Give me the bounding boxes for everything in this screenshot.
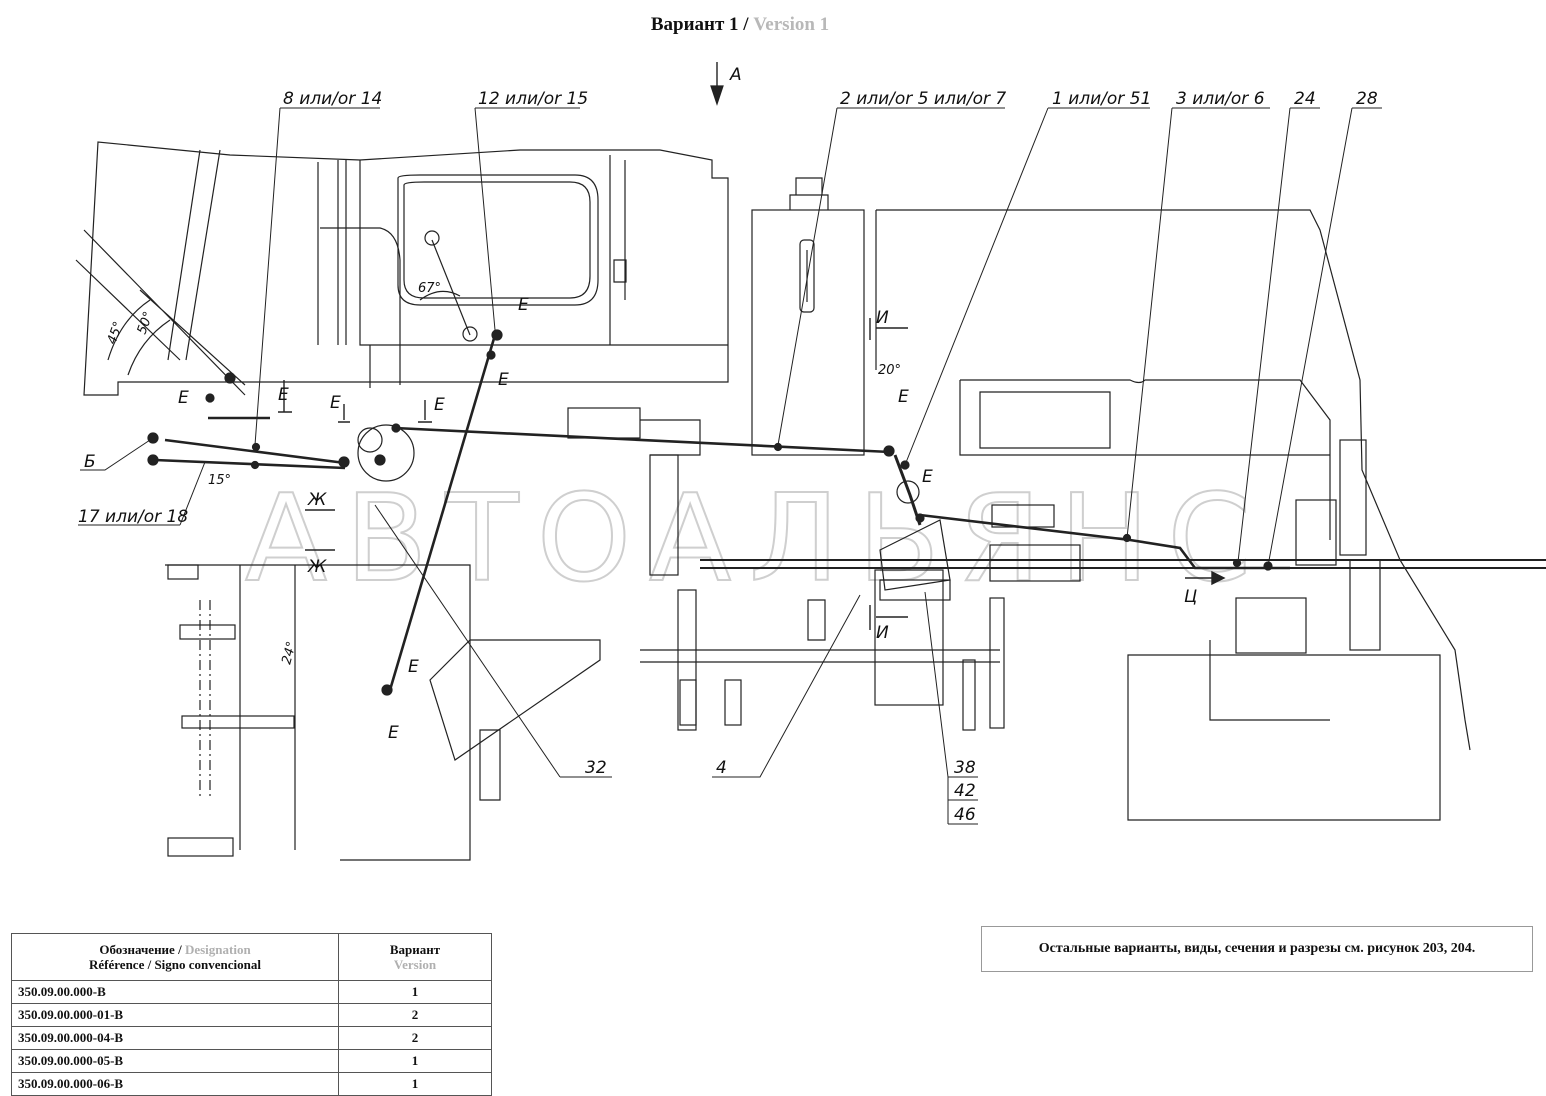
leader-24	[1237, 107, 1320, 563]
mark-Zh-1: Ж	[307, 490, 327, 510]
callout-17-18: 17 или/or 18	[78, 507, 188, 527]
leader-1-51	[904, 107, 1150, 466]
mark-E-4: Е	[178, 388, 189, 408]
rod-main	[394, 426, 891, 454]
callout-42: 42	[954, 781, 976, 801]
mark-E-1: Е	[518, 295, 529, 315]
callout-3-6: 3 или/or 6	[1176, 89, 1265, 109]
angle-15: 15°	[208, 473, 231, 488]
row-variant: 2	[338, 1003, 492, 1027]
mark-E-8: Е	[922, 467, 933, 487]
versions-table: Обозначение / Designation Référence / Si…	[11, 933, 492, 1096]
assembly-drawing: АВТОАЛЬЯНС 67° 45° 50°	[75, 62, 1546, 861]
row-variant: 1	[338, 980, 492, 1004]
row-code: 350.09.00.000-01-В	[11, 1003, 339, 1027]
angle-24: 24°	[279, 640, 299, 666]
mark-Ts: Ц	[1184, 587, 1197, 607]
mark-I-2: И	[876, 623, 889, 643]
header-version: Вариант Version	[338, 933, 492, 981]
leader-B	[80, 439, 151, 471]
callout-46: 46	[954, 805, 976, 825]
callout-38: 38	[954, 758, 976, 778]
watermark: АВТОАЛЬЯНС	[245, 470, 1269, 609]
engine-body	[876, 209, 1471, 751]
callout-32: 32	[585, 758, 607, 778]
table-row: 350.09.00.000-06-В 1	[11, 1072, 492, 1096]
row-variant: 2	[338, 1026, 492, 1050]
frame-rail	[700, 559, 1546, 569]
leader-4	[712, 594, 861, 778]
leader-38	[924, 591, 978, 825]
mark-Zh-2: Ж	[307, 557, 327, 577]
leader-8-14	[254, 107, 380, 446]
callout-B: Б	[84, 452, 96, 472]
row-variant: 1	[338, 1072, 492, 1096]
callout-8-14: 8 или/or 14	[283, 89, 382, 109]
title-main: Вариант 1 /	[650, 14, 749, 35]
row-code: 350.09.00.000-05-В	[11, 1049, 339, 1073]
mark-I-1: И	[876, 308, 889, 328]
angle-67: 67°	[418, 281, 441, 296]
row-code: 350.09.00.000-06-В	[11, 1072, 339, 1096]
leader-17-18	[78, 461, 206, 526]
callout-4: 4	[716, 758, 727, 778]
mark-E-3: Е	[278, 385, 289, 405]
mark-E-2: Е	[498, 370, 509, 390]
rod-lower-left	[164, 438, 346, 465]
table-row: 350.09.00.000-04-В 2	[11, 1026, 492, 1050]
row-code: 350.09.00.000-04-В	[11, 1026, 339, 1050]
header-designation: Обозначение / Designation Référence / Si…	[11, 933, 339, 981]
rod-right	[919, 513, 1290, 570]
row-code: 350.09.00.000-В	[11, 980, 339, 1004]
callout-12-15: 12 или/or 15	[478, 89, 588, 109]
table-header-row: Обозначение / Designation Référence / Si…	[11, 933, 492, 981]
callout-28: 28	[1356, 89, 1378, 109]
leader-28	[1267, 107, 1382, 567]
angle-50: 50°	[135, 310, 157, 337]
callout-24: 24	[1294, 89, 1316, 109]
mark-E-7: Е	[898, 387, 909, 407]
leader-2-5-7	[777, 107, 1005, 446]
reference-note: Остальные варианты, виды, сечения и разр…	[981, 926, 1533, 972]
title-secondary: Version 1	[753, 14, 830, 35]
mark-E-6: Е	[434, 395, 445, 415]
mark-E-5: Е	[330, 393, 341, 413]
angle-45: 45°	[105, 320, 127, 347]
table-row: 350.09.00.000-В 1	[11, 980, 492, 1004]
diagram-title: Вариант 1 / Version 1	[0, 14, 1480, 36]
mark-E-10: Е	[388, 723, 399, 743]
angle-20: 20°	[878, 363, 901, 378]
tank	[751, 209, 865, 456]
callout-1-51: 1 или/or 51	[1052, 89, 1151, 109]
leader-3-6	[1126, 107, 1270, 539]
leader-32	[374, 504, 612, 778]
callout-2-5-7: 2 или/or 5 или/or 7	[840, 89, 1006, 109]
leader-12-15	[474, 107, 580, 331]
cab-outline	[83, 141, 729, 396]
table-row: 350.09.00.000-05-В 1	[11, 1049, 492, 1073]
mark-E-9: Е	[408, 657, 419, 677]
row-variant: 1	[338, 1049, 492, 1073]
rod-diagonal	[388, 334, 497, 691]
table-row: 350.09.00.000-01-В 2	[11, 1003, 492, 1027]
mark-A: А	[729, 65, 742, 85]
rod-left-2	[154, 458, 346, 470]
